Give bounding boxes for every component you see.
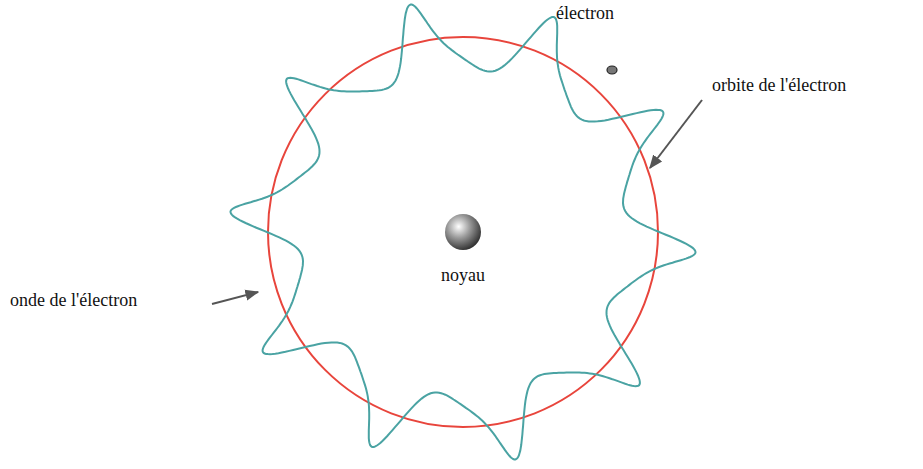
wave-label: onde de l'électron — [10, 291, 137, 311]
electron-wave — [231, 5, 696, 460]
nucleus-sphere — [445, 214, 481, 250]
electron-label: électron — [556, 4, 614, 24]
electron-dot — [607, 66, 617, 74]
nucleus-label: noyau — [441, 266, 485, 286]
orbit-label: orbite de l'électron — [712, 76, 846, 96]
leader-line — [650, 100, 702, 168]
leader-line — [212, 292, 258, 304]
orbit-circle — [268, 37, 658, 427]
